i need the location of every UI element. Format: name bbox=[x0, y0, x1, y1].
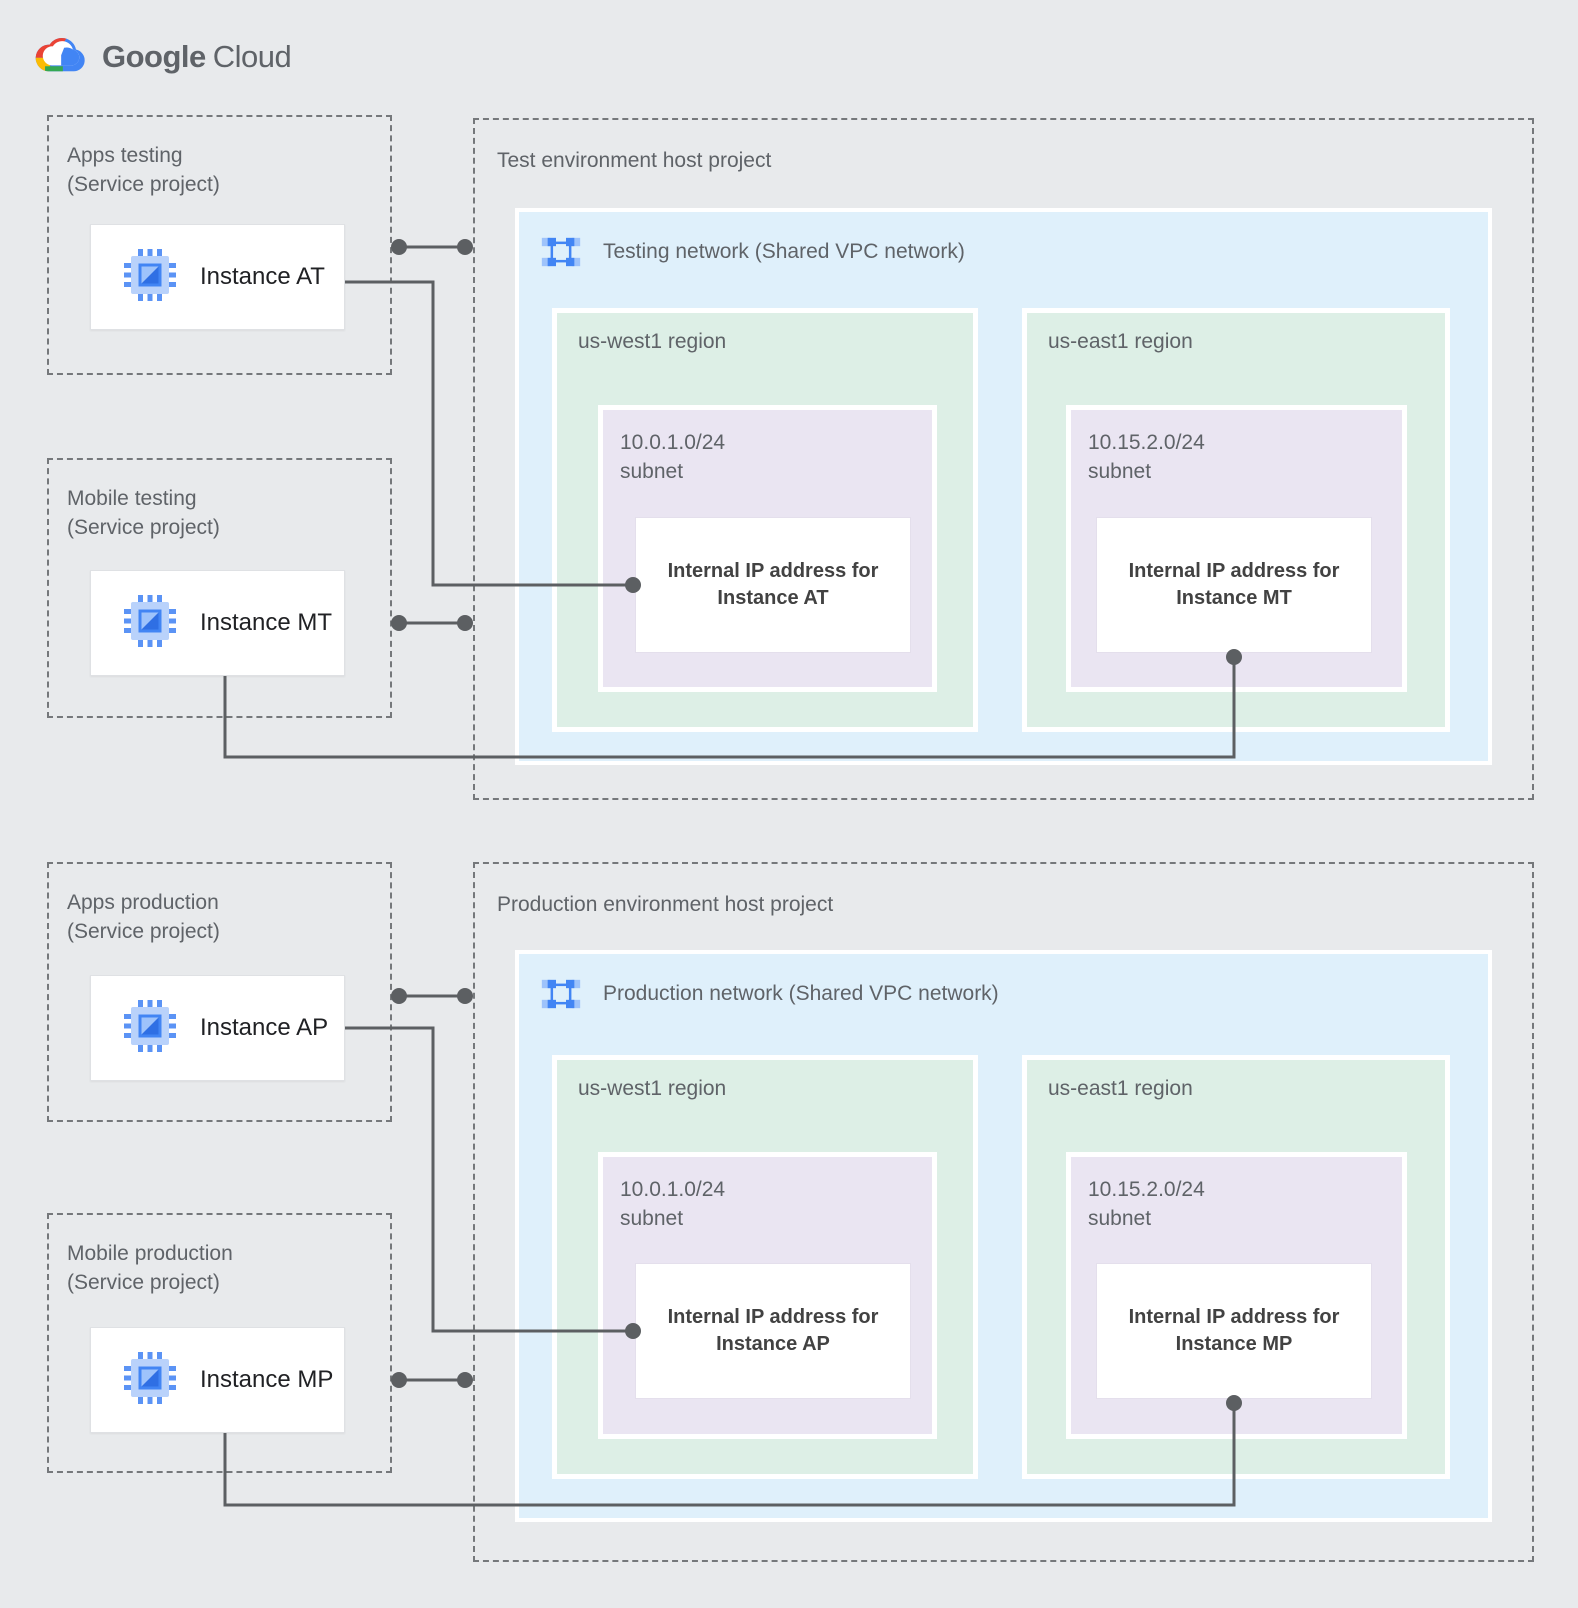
ip-text-line2: Instance AP bbox=[716, 1333, 830, 1355]
ip-text-line1: Internal IP address for bbox=[1128, 1306, 1340, 1328]
mobile-testing-project-box: Mobile testing (Service project) bbox=[47, 458, 392, 718]
subnet-word: subnet bbox=[620, 460, 684, 483]
project-name: Apps production bbox=[67, 891, 219, 914]
vpc-network-icon bbox=[541, 974, 581, 1014]
test-host-project-title: Test environment host project bbox=[497, 149, 772, 172]
project-type: (Service project) bbox=[67, 516, 220, 539]
mobile-testing-label: Mobile testing (Service project) bbox=[67, 484, 220, 542]
ip-text-line1: Internal IP address for bbox=[667, 1306, 879, 1328]
instance-mp-label: Instance MP bbox=[200, 1366, 334, 1393]
subnet-label: 10.15.2.0/24 subnet bbox=[1088, 428, 1205, 486]
subnet-cidr: 10.15.2.0/24 bbox=[1088, 1178, 1205, 1201]
production-network-header: Production network (Shared VPC network) bbox=[541, 974, 1488, 1014]
compute-engine-icon bbox=[124, 1351, 176, 1409]
testing-network-label: Testing network (Shared VPC network) bbox=[603, 240, 965, 263]
mobile-production-label: Mobile production (Service project) bbox=[67, 1239, 233, 1297]
testing-network-header: Testing network (Shared VPC network) bbox=[541, 232, 1488, 272]
logo-product-text: Cloud bbox=[212, 38, 292, 74]
instance-at-card: Instance AT bbox=[90, 224, 345, 330]
subnet-word: subnet bbox=[620, 1207, 684, 1230]
instance-at-label: Instance AT bbox=[200, 263, 325, 290]
project-name: Mobile production bbox=[67, 1242, 233, 1265]
google-cloud-cloud-icon bbox=[34, 34, 90, 79]
subnet-cidr: 10.0.1.0/24 bbox=[620, 431, 726, 454]
internal-ip-instance-ap-box: Internal IP address for Instance AP bbox=[636, 1264, 910, 1398]
compute-engine-icon bbox=[124, 999, 176, 1057]
production-network-label: Production network (Shared VPC network) bbox=[603, 982, 999, 1005]
internal-ip-instance-mp-box: Internal IP address for Instance MP bbox=[1097, 1264, 1371, 1398]
subnet-cidr: 10.0.1.0/24 bbox=[620, 1178, 726, 1201]
instance-mp-card: Instance MP bbox=[90, 1327, 345, 1433]
vpc-network-icon bbox=[541, 232, 581, 272]
region-label: us-west1 region bbox=[578, 330, 727, 353]
subnet-word: subnet bbox=[1088, 1207, 1152, 1230]
apps-production-label: Apps production (Service project) bbox=[67, 888, 220, 946]
instance-mt-card: Instance MT bbox=[90, 570, 345, 676]
instance-mt-label: Instance MT bbox=[200, 609, 333, 636]
subnet-cidr: 10.15.2.0/24 bbox=[1088, 431, 1205, 454]
production-host-project-title: Production environment host project bbox=[497, 893, 834, 916]
project-name: Apps testing bbox=[67, 144, 183, 167]
project-type: (Service project) bbox=[67, 173, 220, 196]
subnet-word: subnet bbox=[1088, 460, 1152, 483]
compute-engine-icon bbox=[124, 248, 176, 306]
mobile-production-project-box: Mobile production (Service project) bbox=[47, 1213, 392, 1473]
subnet-label: 10.0.1.0/24 subnet bbox=[620, 1175, 725, 1233]
region-label: us-east1 region bbox=[1048, 330, 1193, 353]
region-label: us-west1 region bbox=[578, 1077, 727, 1100]
project-name: Mobile testing bbox=[67, 487, 197, 510]
ip-text-line2: Instance AT bbox=[717, 587, 829, 609]
internal-ip-instance-at-box: Internal IP address for Instance AT bbox=[636, 518, 910, 652]
apps-testing-project-box: Apps testing (Service project) bbox=[47, 115, 392, 375]
instance-ap-card: Instance AP bbox=[90, 975, 345, 1081]
ip-text-line2: Instance MT bbox=[1176, 587, 1292, 609]
ip-text-line1: Internal IP address for bbox=[1128, 560, 1340, 582]
ip-text-line1: Internal IP address for bbox=[667, 560, 879, 582]
subnet-label: 10.0.1.0/24 subnet bbox=[620, 428, 725, 486]
compute-engine-icon bbox=[124, 594, 176, 652]
ip-text-line2: Instance MP bbox=[1175, 1333, 1293, 1355]
logo-brand-text: Google bbox=[102, 38, 206, 74]
region-label: us-east1 region bbox=[1048, 1077, 1193, 1100]
apps-testing-label: Apps testing (Service project) bbox=[67, 141, 220, 199]
instance-ap-label: Instance AP bbox=[200, 1014, 329, 1041]
subnet-label: 10.15.2.0/24 subnet bbox=[1088, 1175, 1205, 1233]
internal-ip-instance-mt-box: Internal IP address for Instance MT bbox=[1097, 518, 1371, 652]
project-type: (Service project) bbox=[67, 920, 220, 943]
project-type: (Service project) bbox=[67, 1271, 220, 1294]
